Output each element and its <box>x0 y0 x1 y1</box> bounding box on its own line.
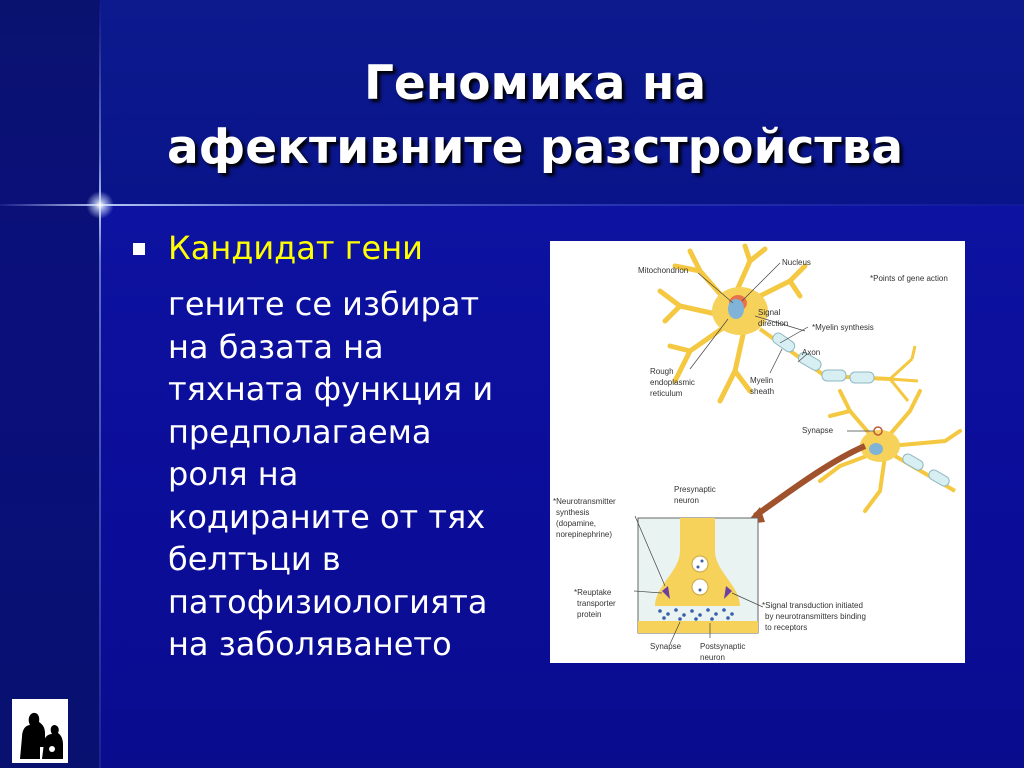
light-flare <box>86 191 114 219</box>
neuron-diagram: Mitochondrion Nucleus *Points of gene ac… <box>553 243 962 662</box>
horizontal-accent-line <box>0 204 1024 206</box>
label-binding: by neurotransmitters binding <box>765 612 866 621</box>
label-reuptake: *Reuptake <box>574 588 612 597</box>
body-line: патофизиологията <box>168 582 488 621</box>
label-endoplasmic: endoplasmic <box>650 378 695 387</box>
body-line: на базата на <box>168 327 384 366</box>
lower-axon-icon <box>893 453 957 493</box>
label-direction: direction <box>758 319 788 328</box>
left-band <box>0 0 100 768</box>
zoom-arrow-icon <box>753 443 867 519</box>
label-signal-transduction: *Signal transduction initiated <box>762 601 863 610</box>
lower-nucleus-icon <box>869 443 883 455</box>
label-presynaptic: Presynaptic <box>674 485 716 494</box>
label-protein: protein <box>577 610 601 619</box>
label-postsynaptic: Postsynaptic <box>700 642 745 651</box>
vesicle-icon <box>691 578 709 596</box>
label-myelin-synthesis: *Myelin synthesis <box>812 323 874 332</box>
body-line: гените се избират <box>168 285 480 323</box>
title-band <box>100 0 1024 205</box>
vertical-accent-line <box>99 0 101 768</box>
postsynaptic-membrane-icon <box>638 621 758 633</box>
label-nucleus: Nucleus <box>782 258 811 267</box>
neuron-gene-action-figure: Mitochondrion Nucleus *Points of gene ac… <box>550 241 965 663</box>
body-line: белтъци в <box>168 540 341 578</box>
label-reticulum: reticulum <box>650 389 683 398</box>
neurotransmitter-dots <box>658 559 734 621</box>
body-line: на заболяването <box>168 625 452 663</box>
body-line: роля на <box>168 455 299 493</box>
reuptake-transporter-icon <box>724 586 732 599</box>
label-synapse-top: Synapse <box>802 426 834 435</box>
bullet-body: гените се избират на базата на тяхната ф… <box>168 283 528 666</box>
silhouette-logo-icon <box>20 712 63 759</box>
label-neuron-post: neuron <box>700 653 725 662</box>
label-sheath: sheath <box>750 387 774 396</box>
label-receptors: to receptors <box>765 623 807 632</box>
label-neurotransmitter: *Neurotransmitter <box>553 497 616 506</box>
upper-axon-icon <box>758 327 919 402</box>
leader-lines <box>633 262 874 645</box>
label-rough: Rough <box>650 367 674 376</box>
label-transporter: transporter <box>577 599 616 608</box>
label-synapse-bottom: Synapse <box>650 642 682 651</box>
bullet-square-icon <box>133 243 145 255</box>
nucleus-icon <box>728 299 744 319</box>
label-neuron-pre: neuron <box>674 496 699 505</box>
label-myelin: Myelin <box>750 376 773 385</box>
label-points-gene-action: *Points of gene action <box>870 274 948 283</box>
label-synthesis: synthesis <box>556 508 589 517</box>
bullet-heading: Кандидат гени <box>168 229 423 267</box>
slide-title: Геномика на афективните разстройства <box>110 52 960 180</box>
body-line: предполагаема <box>168 412 432 451</box>
logo <box>12 699 68 763</box>
title-line-1: Геномика на <box>363 56 707 111</box>
title-line-2: афективните разстройства <box>166 120 904 175</box>
vesicle-icon <box>691 555 709 573</box>
label-dopamine: (dopamine, <box>556 519 596 528</box>
label-axon: Axon <box>802 348 820 357</box>
reuptake-transporter-icon <box>662 586 670 599</box>
label-mitochondrion: Mitochondrion <box>638 266 688 275</box>
body-line: тяхната функция и <box>168 370 494 408</box>
body-line: кодираните от тях <box>168 497 486 536</box>
label-signal: Signal <box>758 308 780 317</box>
label-norepinephrine: norepinephrine) <box>556 530 612 539</box>
